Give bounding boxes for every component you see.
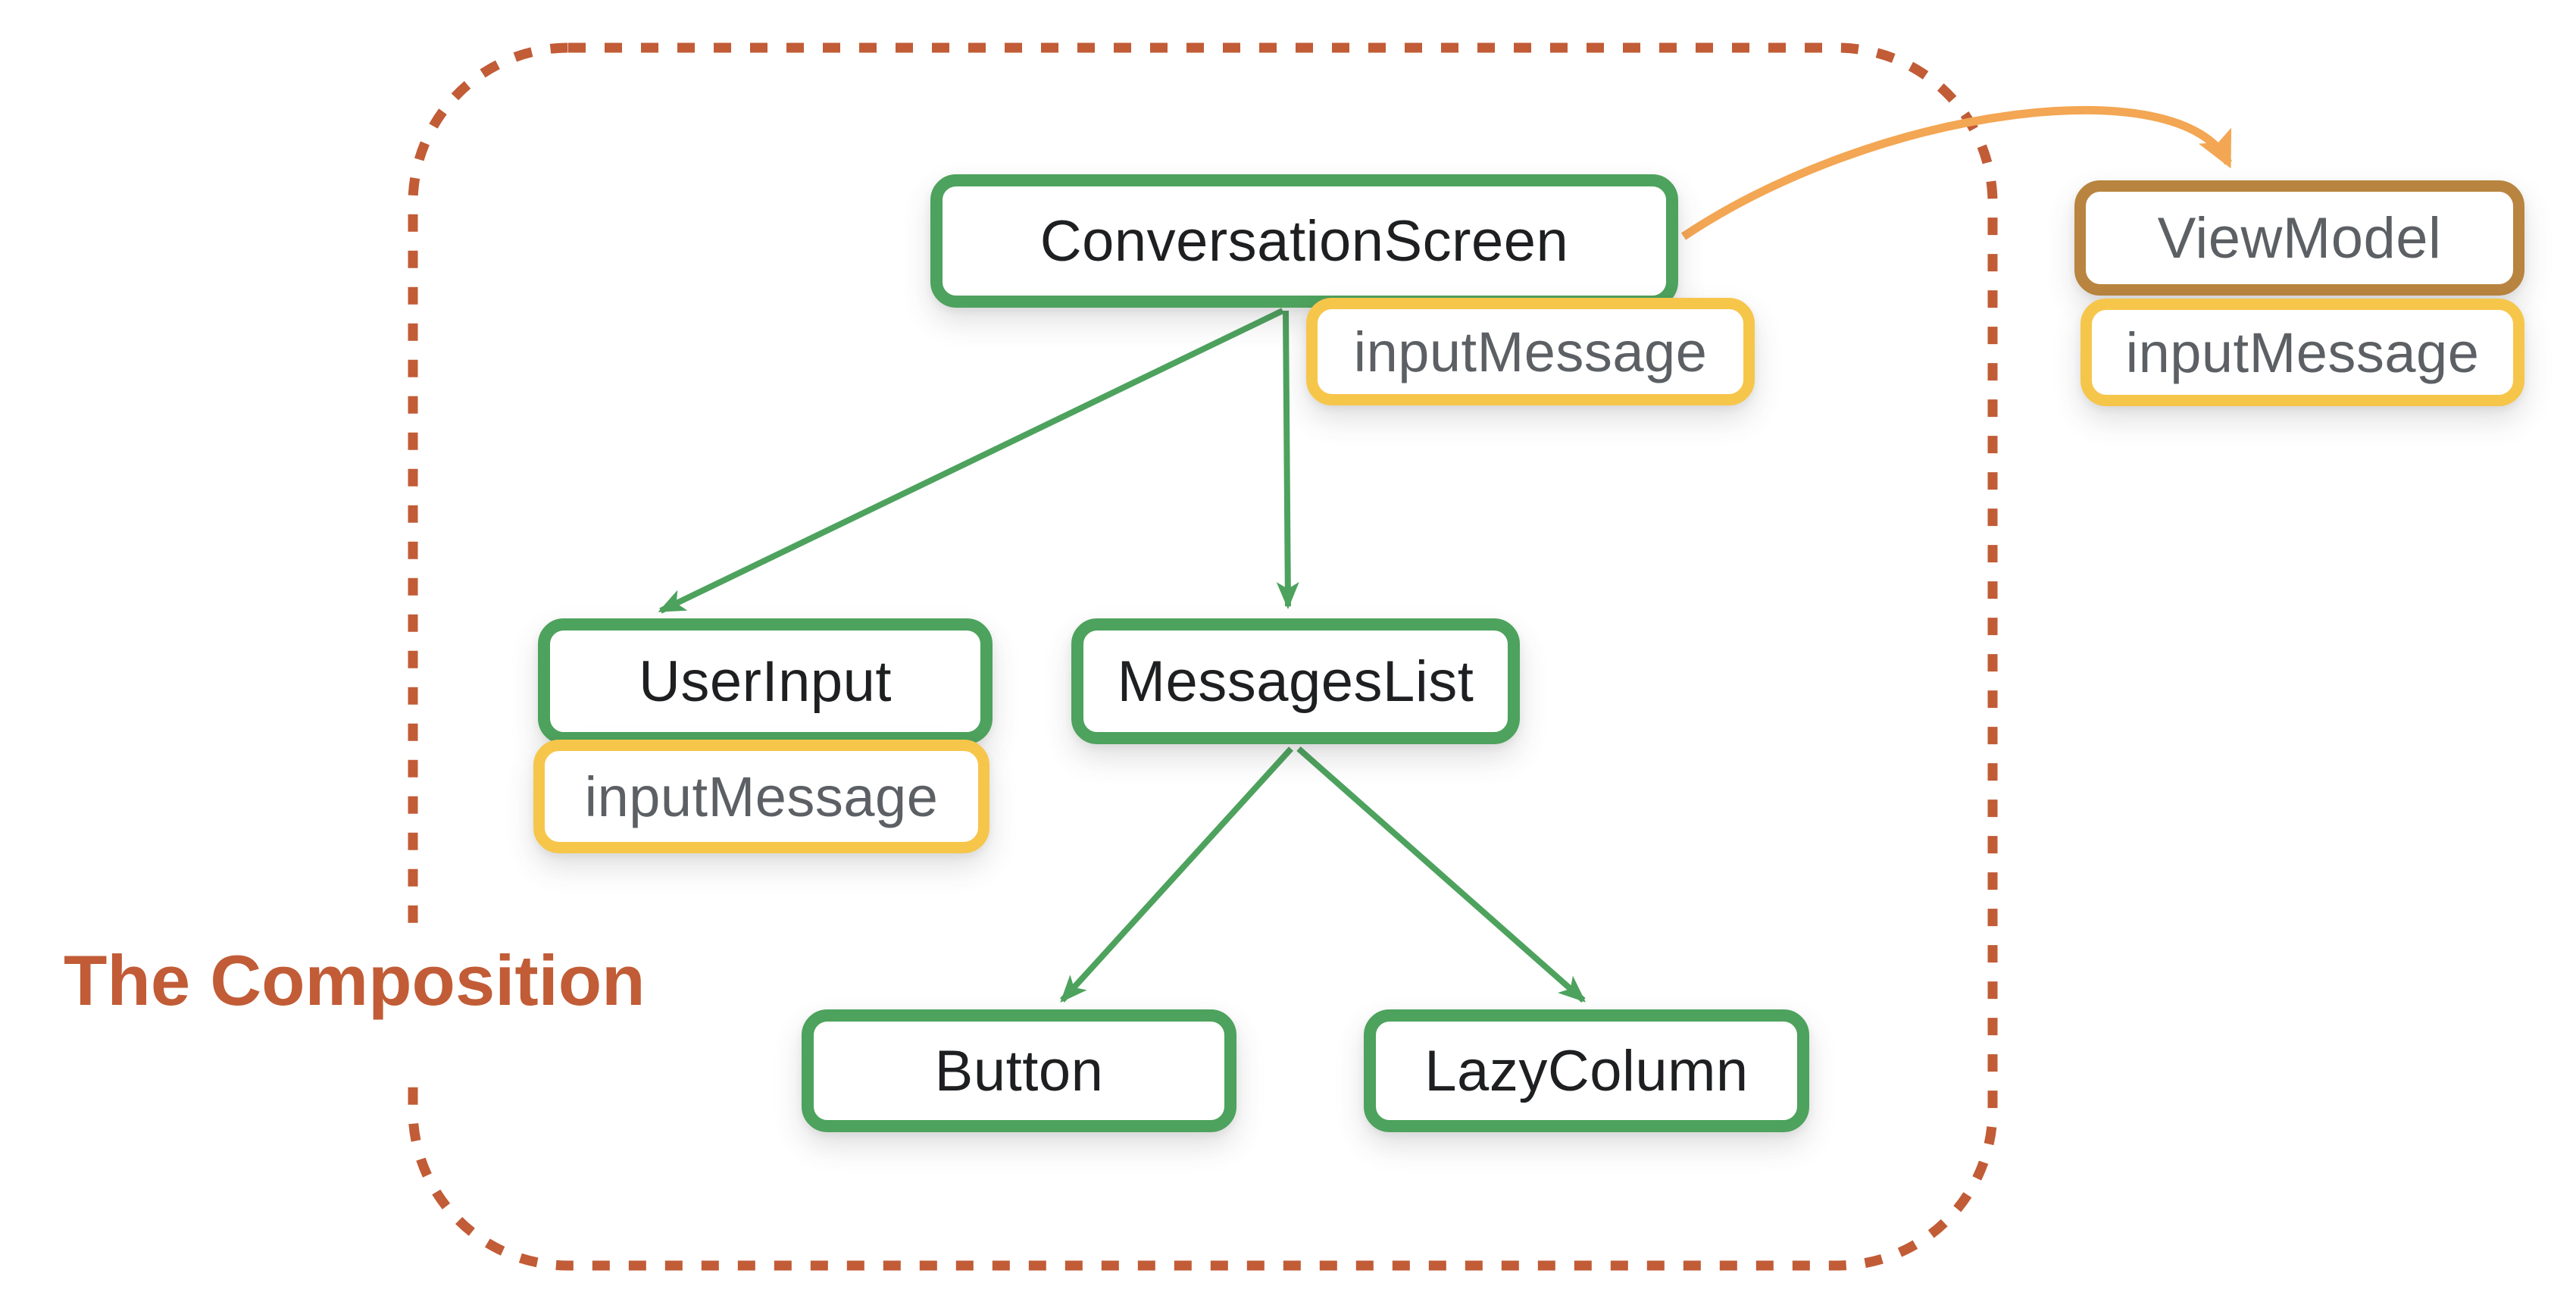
node-button-label: Button (934, 1038, 1104, 1103)
badge-view-model-inputmessage: inputMessage (2080, 299, 2524, 406)
node-messages-list-label: MessagesList (1117, 649, 1474, 714)
node-messages-list: MessagesList (1071, 618, 1520, 744)
node-conversation-screen: ConversationScreen (930, 174, 1678, 308)
node-user-input: UserInput (538, 618, 993, 744)
node-view-model: ViewModel (2074, 180, 2524, 296)
edge-conversationscreen-userinput (658, 308, 1284, 614)
node-view-model-label: ViewModel (2157, 205, 2442, 271)
edge-conversationscreen-messageslist (1276, 310, 1299, 609)
node-conversation-screen-label: ConversationScreen (1039, 208, 1569, 274)
node-button: Button (802, 1009, 1236, 1132)
composition-label: The Composition (59, 940, 650, 1022)
node-user-input-label: UserInput (639, 649, 892, 714)
badge-user-input-inputmessage-label: inputMessage (584, 765, 939, 828)
node-lazy-column: LazyColumn (1364, 1009, 1809, 1132)
badge-conversation-screen-inputmessage: inputMessage (1306, 298, 1755, 405)
edge-messageslist-button (1060, 746, 1293, 1003)
node-lazy-column-label: LazyColumn (1424, 1038, 1749, 1103)
badge-view-model-inputmessage-label: inputMessage (2125, 321, 2480, 384)
edge-messageslist-lazycolumn (1296, 746, 1586, 1003)
edge-conversationscreen-viewmodel (1680, 105, 2232, 240)
badge-conversation-screen-inputmessage-label: inputMessage (1353, 320, 1708, 383)
composition-boundary (408, 42, 1998, 1271)
badge-user-input-inputmessage: inputMessage (533, 740, 989, 853)
